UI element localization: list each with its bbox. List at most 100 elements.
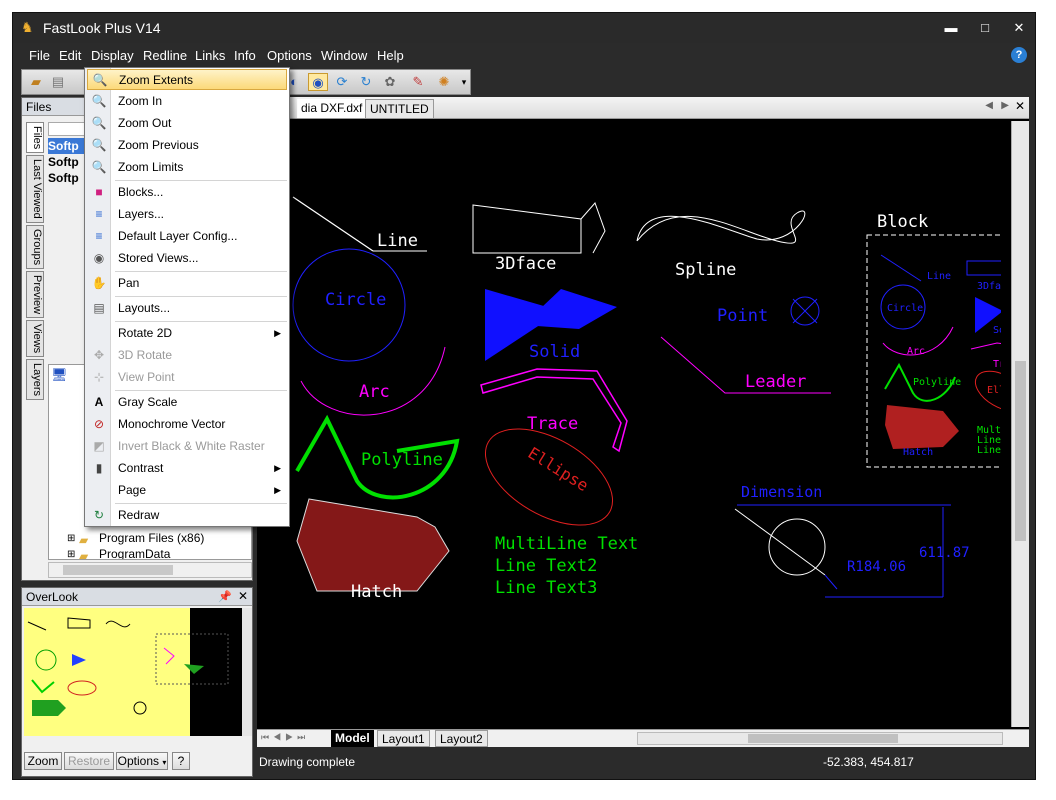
overlook-preview[interactable]: [24, 608, 242, 736]
settings-icon[interactable]: ✿: [384, 74, 396, 89]
eye-view-icon[interactable]: ◉: [308, 73, 328, 91]
menu-item-zoom-previous[interactable]: 🔍Zoom Previous: [87, 135, 287, 156]
menu-info[interactable]: Info: [234, 48, 256, 63]
vtab-last-viewed[interactable]: Last Viewed: [26, 155, 44, 223]
maximize-button[interactable]: □: [981, 20, 989, 35]
menu-window[interactable]: Window: [321, 48, 368, 63]
label-multiline-3: Line Text3: [495, 578, 597, 598]
tab-layout1[interactable]: Layout1: [377, 730, 430, 747]
menu-redline[interactable]: Redline: [143, 48, 188, 63]
expand-icon[interactable]: ⊞: [67, 549, 76, 560]
tab-layout2[interactable]: Layout2: [435, 730, 488, 747]
file-row[interactable]: Softp: [48, 138, 88, 154]
horizontal-scrollbar[interactable]: [48, 562, 252, 578]
hscroll-thumb[interactable]: [748, 734, 898, 743]
label-3dface: 3Dface: [495, 254, 556, 274]
submenu-arrow-icon: ▶: [274, 485, 281, 495]
menu-item-rotate-2d[interactable]: Rotate 2D▶: [87, 323, 287, 344]
palette-icon[interactable]: ✺: [438, 74, 450, 89]
menu-item-stored-views[interactable]: ◉Stored Views...: [87, 248, 287, 269]
cad-canvas[interactable]: Line 3Dface Spline Block Circle Solid: [257, 121, 1028, 727]
menu-links[interactable]: Links: [195, 48, 226, 63]
close-panel-icon[interactable]: ✕: [237, 589, 248, 603]
menu-display[interactable]: Display: [91, 48, 134, 63]
expand-icon[interactable]: ⊞: [67, 533, 76, 544]
rotate-icon[interactable]: ⟳: [336, 74, 348, 89]
menu-help[interactable]: Help: [377, 48, 404, 63]
label-ellipse: Ellipse: [525, 443, 592, 495]
vertical-tabs: Files Last Viewed Groups Preview Views L…: [26, 122, 44, 402]
folder-icon: ▰: [79, 549, 89, 560]
tab-scroll-left-icon[interactable]: ◀: [985, 100, 993, 111]
menu-separator: [115, 180, 287, 181]
menu-item-label: Zoom In: [118, 94, 163, 108]
canvas-vertical-scrollbar[interactable]: [1011, 121, 1029, 727]
close-tab-icon[interactable]: ✕: [1014, 99, 1025, 113]
menu-item-layers[interactable]: ≡Layers...: [87, 204, 287, 225]
menu-item-contrast[interactable]: ▮Contrast▶: [87, 458, 287, 479]
hand-pan-icon[interactable]: ◐: [290, 74, 298, 89]
help-icon[interactable]: ?: [1011, 47, 1027, 63]
overlook-panel: OverLook 📌 ✕ Zoom Restore Options: [21, 587, 253, 777]
tab-dxf-file[interactable]: dia DXF.dxf: [297, 99, 367, 118]
menu-item-zoom-extents[interactable]: 🔍Zoom Extents: [87, 69, 287, 90]
tree-item-program-files[interactable]: Program Files (x86): [99, 531, 205, 545]
help-button[interactable]: ?: [172, 752, 190, 770]
vtab-files[interactable]: Files: [26, 122, 44, 154]
block-label-line: Line: [927, 271, 951, 282]
vscroll-thumb[interactable]: [1015, 361, 1026, 541]
folder-icon: ▰: [79, 533, 89, 547]
layout-nav-icons[interactable]: ⏮◀▶⏭: [261, 732, 310, 742]
menu-item-label: Contrast: [118, 461, 164, 475]
tab-scroll-right-icon[interactable]: ▶: [1001, 100, 1009, 111]
label-point: Point: [717, 306, 768, 326]
overlook-title: OverLook: [22, 588, 252, 606]
close-button[interactable]: ✕: [1013, 20, 1025, 35]
tab-model[interactable]: Model: [331, 730, 374, 747]
menu-item-zoom-in[interactable]: 🔍Zoom In: [87, 91, 287, 112]
block-label-ellipse: Ellip: [987, 385, 1001, 396]
pin-icon[interactable]: 📌: [218, 591, 232, 603]
vtab-groups[interactable]: Groups: [26, 224, 44, 270]
title-bar[interactable]: ♞ FastLook Plus V14 ▬ □ ✕: [13, 13, 1035, 43]
tree-item-programdata[interactable]: ProgramData: [99, 547, 171, 560]
invert-icon: ◩: [93, 439, 105, 453]
vtab-preview[interactable]: Preview: [26, 271, 44, 319]
redline-icon[interactable]: ✎: [412, 74, 424, 89]
tab-untitled[interactable]: UNTITLED: [365, 99, 434, 118]
menu-item-pan[interactable]: ✋Pan: [87, 273, 287, 294]
file-row[interactable]: Softp: [48, 171, 79, 185]
menu-item-zoom-out[interactable]: 🔍Zoom Out: [87, 113, 287, 134]
options-button[interactable]: Options ▾: [116, 752, 168, 770]
menu-file[interactable]: File: [29, 48, 50, 63]
minimize-button[interactable]: ▬: [944, 20, 958, 35]
vtab-views[interactable]: Views: [26, 320, 44, 358]
canvas-horizontal-scrollbar[interactable]: [637, 732, 1003, 745]
zoom-button[interactable]: Zoom: [24, 752, 62, 770]
menu-options[interactable]: Options: [267, 48, 312, 63]
label-vertical-dim: 611.87: [919, 545, 970, 561]
menu-item-redraw[interactable]: ↻Redraw: [87, 505, 287, 526]
open-folder-icon[interactable]: ▰: [31, 74, 41, 89]
menu-item-page[interactable]: Page ▶: [87, 480, 287, 501]
print-icon[interactable]: ▤: [51, 74, 65, 89]
vtab-layers[interactable]: Layers: [26, 359, 44, 401]
menu-item-default-layer-config[interactable]: ≡Default Layer Config...: [87, 226, 287, 247]
menu-edit[interactable]: Edit: [59, 48, 82, 63]
refresh-icon[interactable]: ↻: [360, 74, 372, 89]
menu-item-label: Page: [118, 483, 147, 497]
menu-item-label: Monochrome Vector: [118, 417, 226, 431]
menu-item-view-point: ⊹View Point: [87, 367, 287, 388]
block-label-hatch: Hatch: [903, 447, 933, 458]
options-label: Options: [117, 754, 159, 768]
file-row[interactable]: Softp: [48, 155, 79, 169]
overlook-vscroll[interactable]: [242, 608, 252, 736]
toolbar-dropdown-icon[interactable]: ▾: [461, 77, 467, 87]
menu-item-blocks[interactable]: ■Blocks...: [87, 182, 287, 203]
menu-item-layouts[interactable]: ▤Layouts...: [87, 298, 287, 319]
menu-item-zoom-limits[interactable]: 🔍Zoom Limits: [87, 157, 287, 178]
scroll-thumb[interactable]: [63, 565, 173, 575]
menu-item-label: Zoom Out: [118, 116, 172, 130]
menu-item-monochrome-vector[interactable]: ⊘Monochrome Vector: [87, 414, 287, 435]
